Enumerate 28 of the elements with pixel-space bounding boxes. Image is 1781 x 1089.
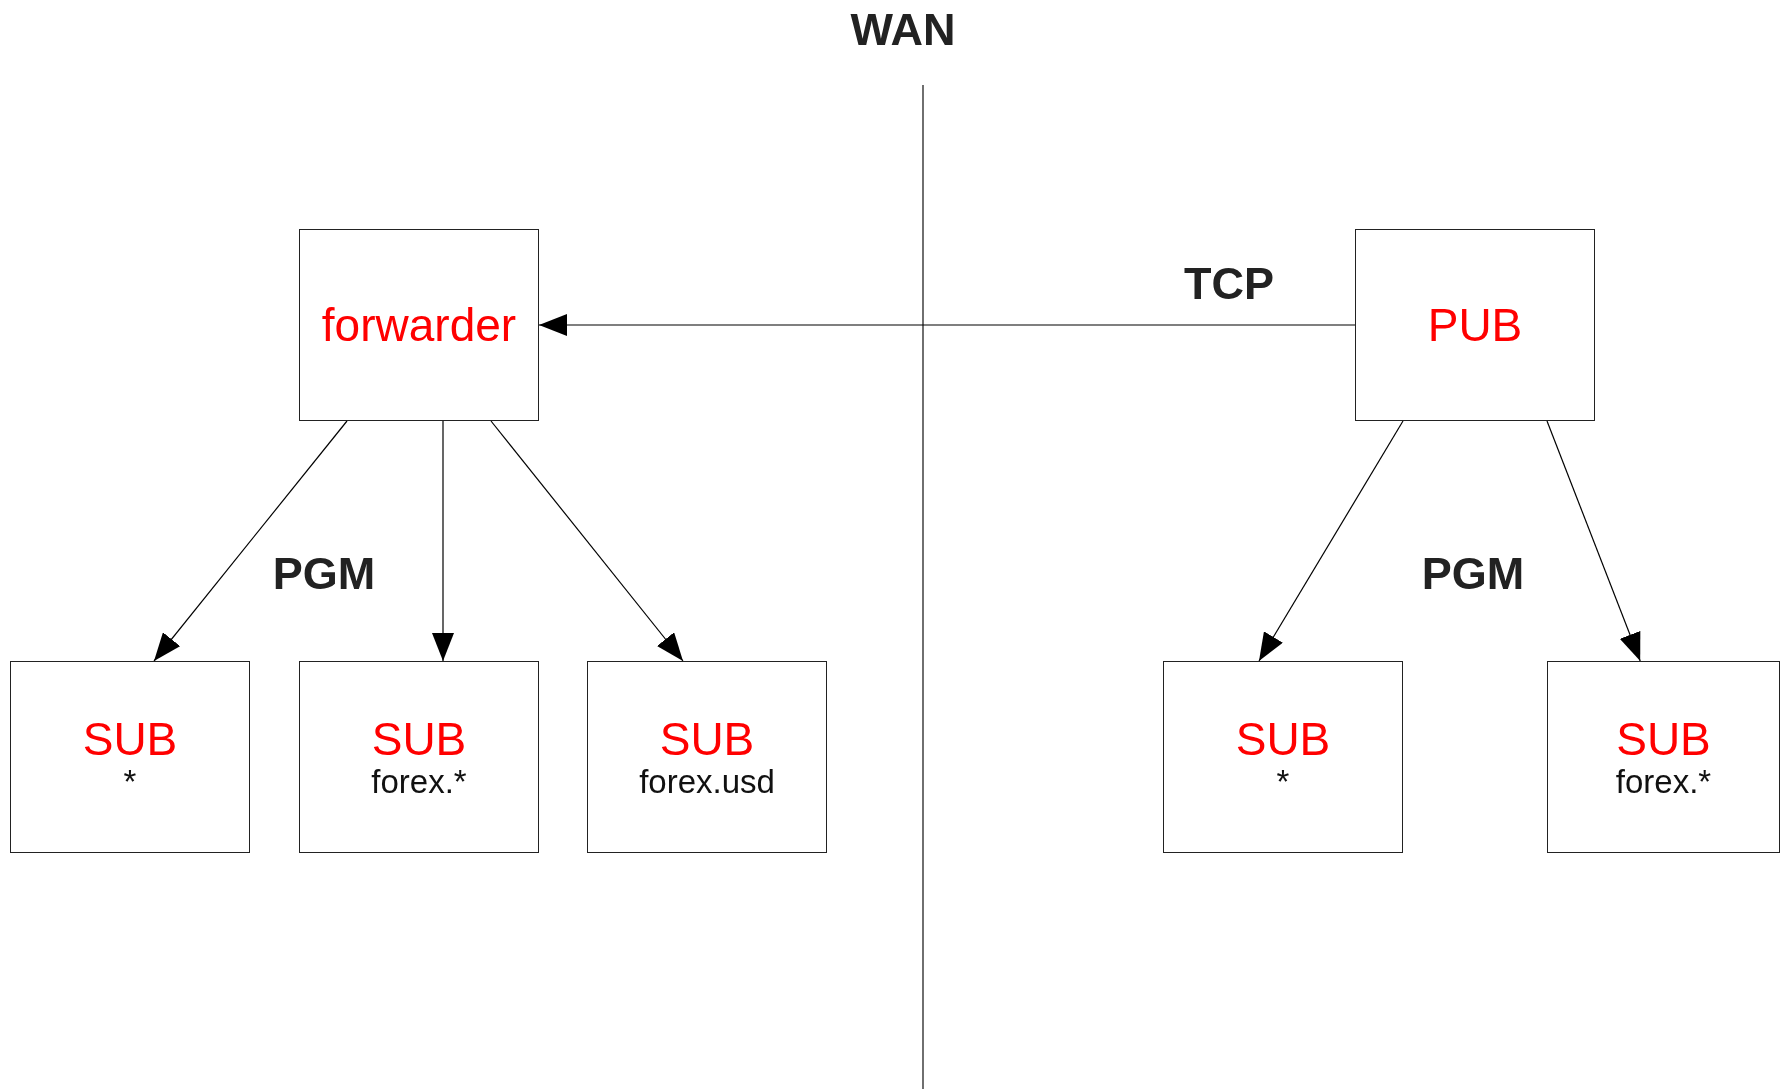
arrow — [432, 420, 454, 662]
topic-text: * — [123, 764, 137, 801]
node-title: SUB — [371, 713, 467, 765]
protocol-label: PGM — [272, 548, 376, 600]
arrow — [538, 314, 1356, 336]
process-box — [299, 229, 539, 421]
zone-label: WAN — [850, 4, 956, 56]
node-title: SUB — [82, 713, 178, 765]
process-box — [1547, 661, 1780, 853]
arrow — [1258, 420, 1404, 662]
process-box — [299, 661, 539, 853]
node-title: forwarder — [321, 299, 517, 351]
arrow — [490, 420, 684, 662]
process-box — [10, 661, 250, 853]
node-title: SUB — [1235, 713, 1331, 765]
protocol-label: PGM — [1421, 548, 1525, 600]
topic-text: forex.usd — [639, 764, 775, 801]
node-title: SUB — [659, 713, 755, 765]
arrow — [153, 420, 348, 662]
process-box — [1355, 229, 1595, 421]
topic-text: forex.* — [371, 764, 467, 801]
process-box — [587, 661, 827, 853]
node-title: PUB — [1427, 299, 1523, 351]
topic-text: forex.* — [1615, 764, 1712, 801]
topic-text: * — [1276, 764, 1290, 801]
node-title: SUB — [1616, 713, 1711, 765]
arrow — [1546, 420, 1641, 662]
process-box — [1163, 661, 1403, 853]
